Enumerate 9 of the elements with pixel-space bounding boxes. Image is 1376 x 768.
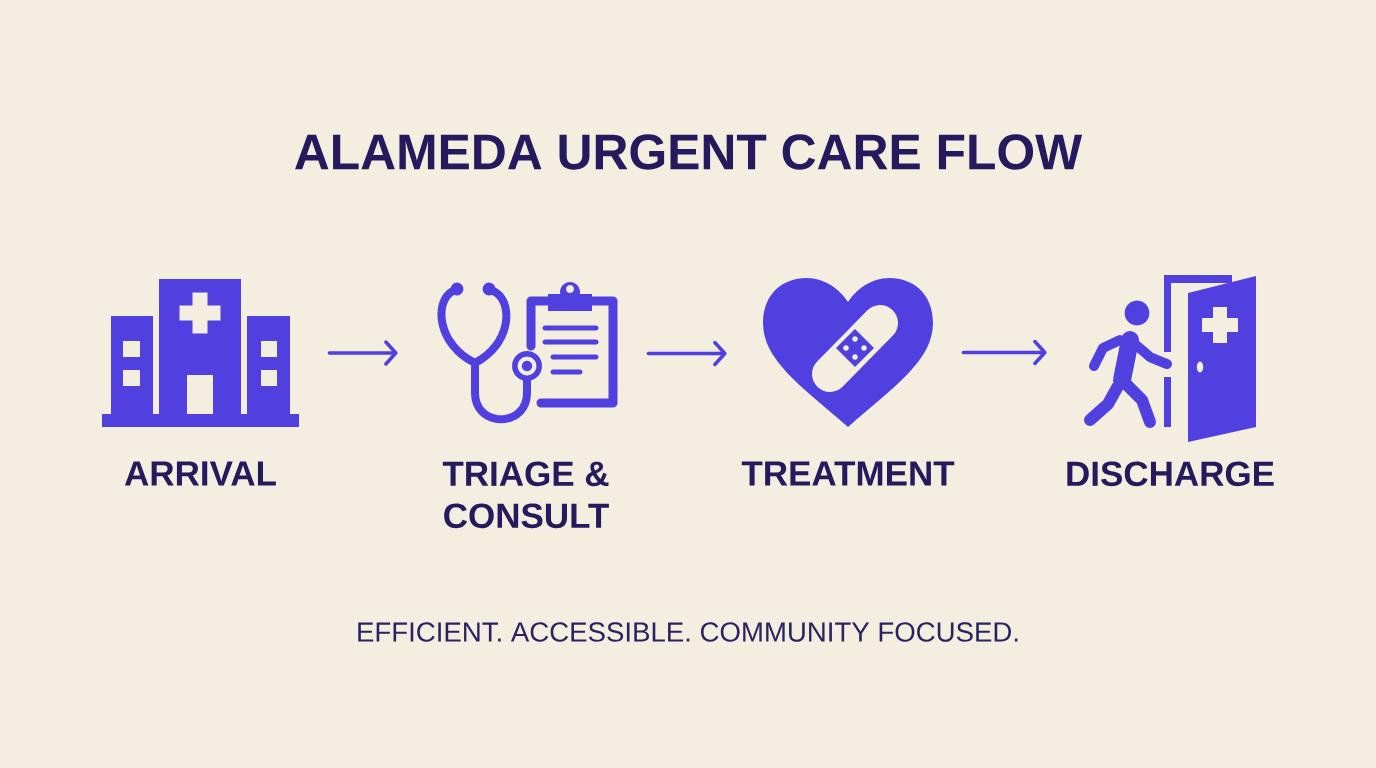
- arrow: [961, 339, 1047, 366]
- arrow: [646, 340, 727, 367]
- step-label: TRIAGE & CONSULT: [442, 461, 609, 529]
- arrow: [327, 340, 398, 366]
- step-label: DISCHARGE: [1067, 461, 1274, 487]
- step-label: TREATMENT: [741, 461, 955, 486]
- title: ALAMEDA URGENT CARE FLOW: [295, 134, 1083, 170]
- tagline: EFFICIENT. ACCESSIBLE. COMMUNITY FOCUSED.: [358, 622, 1018, 642]
- step-label: ARRIVAL: [124, 461, 276, 486]
